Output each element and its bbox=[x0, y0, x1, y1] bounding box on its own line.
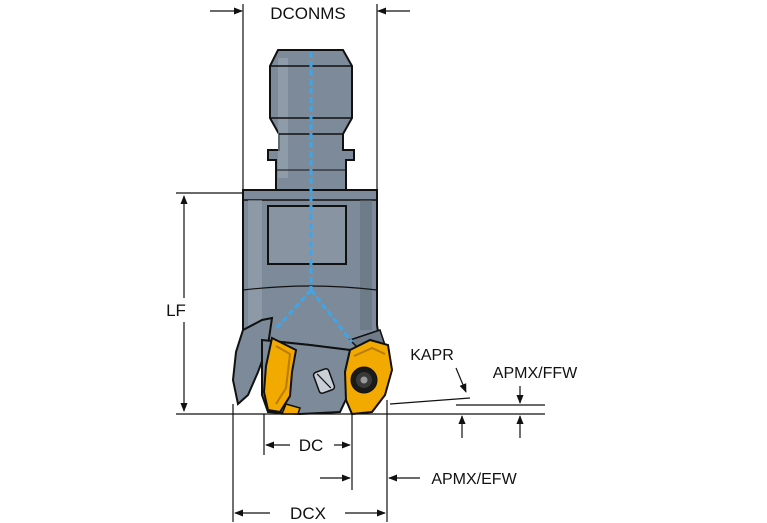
coolant-channels bbox=[273, 52, 354, 343]
lf-label: LF bbox=[166, 301, 186, 320]
right-insert bbox=[343, 338, 394, 416]
left-insert bbox=[262, 336, 301, 415]
apmx-ffw-label: APMX/FFW bbox=[493, 365, 578, 382]
dc-label: DC bbox=[299, 436, 324, 455]
dconms-label: DCONMS bbox=[270, 4, 346, 23]
dcx-label: DCX bbox=[290, 504, 326, 523]
dimension-lines bbox=[176, 4, 545, 522]
apmx-efw-label: APMX/EFW bbox=[431, 471, 517, 488]
tool-body bbox=[242, 189, 382, 352]
kapr-label: KAPR bbox=[410, 347, 454, 364]
